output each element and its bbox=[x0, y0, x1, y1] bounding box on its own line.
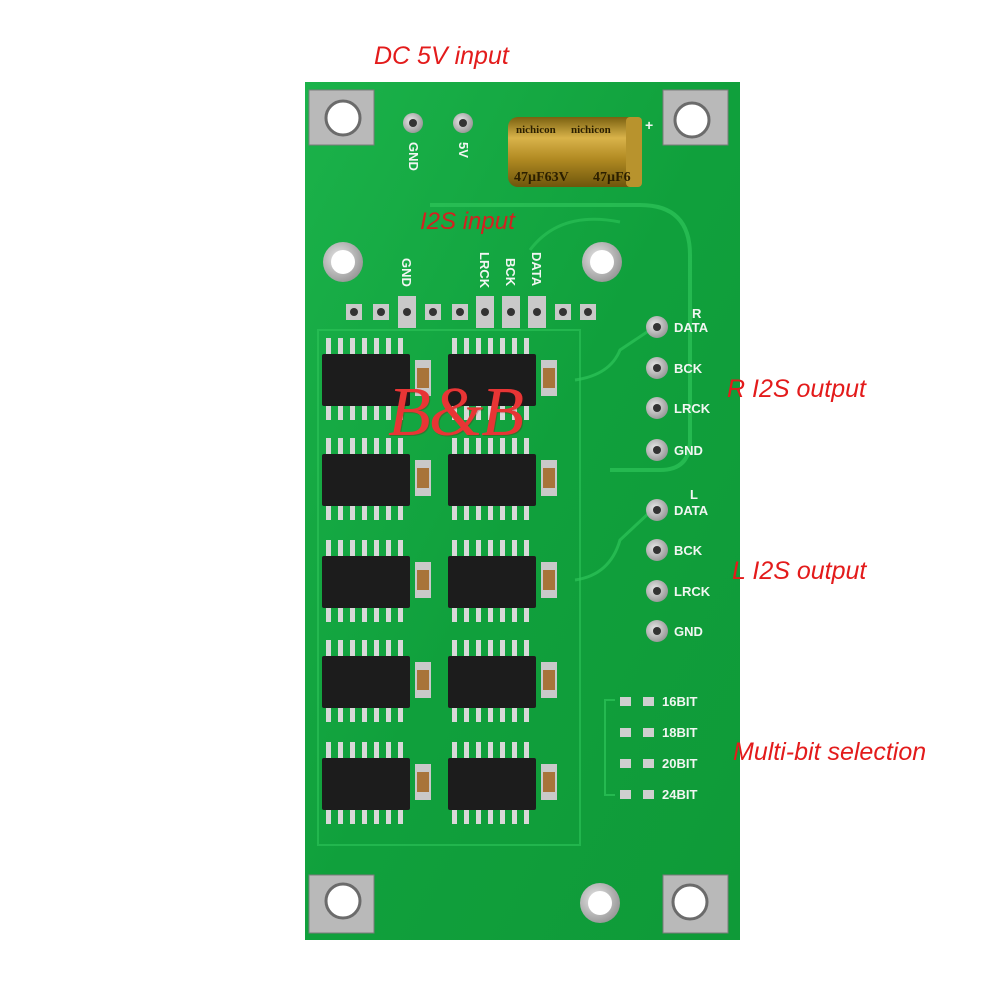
smd-capacitor bbox=[541, 460, 557, 496]
bit-24-label: 24BIT bbox=[662, 787, 697, 802]
l-gnd-label: GND bbox=[674, 624, 703, 639]
smd-capacitor bbox=[541, 764, 557, 800]
r-data-label: DATA bbox=[674, 320, 709, 335]
r-output-annotation: R I2S output bbox=[727, 375, 866, 403]
bit-20-label: 20BIT bbox=[662, 756, 697, 771]
l-lrck-label: LRCK bbox=[674, 584, 711, 599]
r-bck-label: BCK bbox=[674, 361, 703, 376]
cap-brand-label: nichicon bbox=[516, 124, 556, 136]
l-channel-label: L bbox=[690, 487, 698, 502]
signal-trace bbox=[528, 217, 621, 251]
cap-brand-label-2: nichicon bbox=[571, 124, 611, 136]
ic-chip bbox=[322, 540, 410, 622]
bit-18-label: 18BIT bbox=[662, 725, 697, 740]
bit-16-label: 16BIT bbox=[662, 694, 697, 709]
smd-capacitor bbox=[415, 764, 431, 800]
power-pads bbox=[403, 113, 473, 133]
input-header-pads bbox=[346, 296, 596, 328]
chip-area-outline bbox=[317, 329, 581, 846]
ic-chip bbox=[448, 640, 536, 722]
multibit-annotation: Multi-bit selection bbox=[733, 738, 927, 766]
smd-capacitor bbox=[415, 360, 431, 396]
ic-chip bbox=[448, 338, 536, 420]
r-output-pads bbox=[646, 316, 668, 461]
cap-rating-label: 47µF63V bbox=[514, 170, 569, 185]
l-output-annotation: L I2S output bbox=[732, 557, 867, 585]
ic-chip-array bbox=[322, 338, 557, 824]
r-gnd-label: GND bbox=[674, 443, 703, 458]
r-output-trace bbox=[574, 328, 651, 382]
smd-capacitor bbox=[415, 662, 431, 698]
ic-chip bbox=[448, 540, 536, 622]
corner-pads bbox=[308, 89, 729, 934]
input-lrck-label: LRCK bbox=[477, 252, 492, 289]
cap-plus-sign: + bbox=[645, 117, 653, 133]
input-data-label: DATA bbox=[529, 252, 544, 287]
smd-capacitor bbox=[541, 562, 557, 598]
mounting-holes bbox=[323, 242, 622, 923]
ic-chip bbox=[322, 742, 410, 824]
smd-capacitor bbox=[415, 460, 431, 496]
l-bck-label: BCK bbox=[674, 543, 703, 558]
smd-capacitor bbox=[415, 562, 431, 598]
power-gnd-label: GND bbox=[406, 142, 421, 171]
l-data-label: DATA bbox=[674, 503, 709, 518]
dc-input-annotation: DC 5V input bbox=[374, 42, 509, 70]
r-lrck-label: LRCK bbox=[674, 401, 711, 416]
smd-capacitor bbox=[541, 360, 557, 396]
power-5v-label: 5V bbox=[456, 142, 471, 158]
l-output-trace bbox=[574, 510, 652, 582]
r-channel-label: R bbox=[692, 306, 702, 321]
input-gnd-label: GND bbox=[399, 258, 414, 287]
smd-capacitor bbox=[541, 662, 557, 698]
ic-chip bbox=[322, 640, 410, 722]
cap-rating-label-2: 47µF6 bbox=[593, 170, 631, 185]
ground-trace bbox=[430, 203, 692, 472]
i2s-input-annotation: I2S input bbox=[420, 208, 515, 235]
bb-logo: B&B bbox=[388, 374, 524, 451]
ic-chip bbox=[448, 742, 536, 824]
ic-chip bbox=[322, 338, 410, 420]
ic-chip bbox=[322, 438, 410, 520]
l-output-pads bbox=[646, 499, 668, 642]
ic-chip bbox=[448, 438, 536, 520]
bit-select-jumpers bbox=[604, 697, 654, 799]
electrolytic-capacitor: nichicon nichicon 47µF63V 47µF6 bbox=[508, 117, 642, 187]
input-bck-label: BCK bbox=[503, 258, 518, 287]
